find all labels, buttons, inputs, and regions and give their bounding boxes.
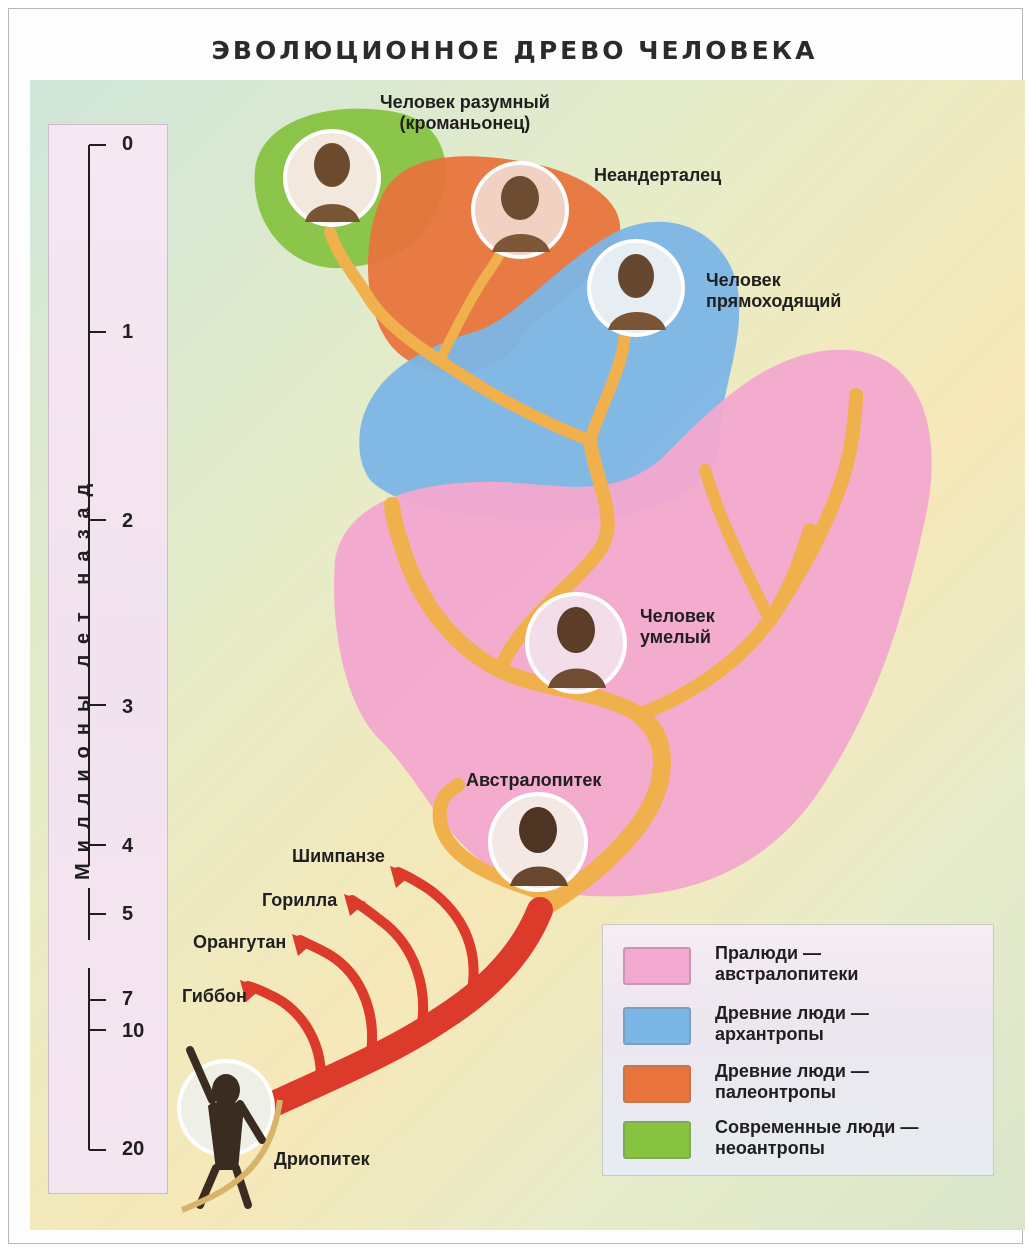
portrait-neanderthal xyxy=(473,163,567,257)
legend-line1: Современные люди — xyxy=(715,1117,918,1138)
legend: Пралюди — австралопитеки Древние люди — … xyxy=(602,924,994,1176)
legend-item-paleoanthropes: Древние люди — палеонтропы xyxy=(619,1057,989,1109)
legend-item-australopithecines: Пралюди — австралопитеки xyxy=(619,939,989,991)
legend-line2: неоантропы xyxy=(715,1138,918,1159)
label-homo-habilis-line1: Человек xyxy=(640,606,715,627)
portrait-homo-sapiens xyxy=(285,131,379,225)
tick-3: 3 xyxy=(122,696,133,719)
label-homo-erectus-line2: прямоходящий xyxy=(706,291,841,312)
label-homo-sapiens-line2: (кроманьонец) xyxy=(380,113,550,134)
legend-line2: архантропы xyxy=(715,1024,869,1045)
legend-line1: Древние люди — xyxy=(715,1061,869,1082)
tick-5: 5 xyxy=(122,903,133,926)
tick-1: 1 xyxy=(122,321,133,344)
time-scale xyxy=(48,124,168,1194)
legend-text-paleoanthropes: Древние люди — палеонтропы xyxy=(715,1061,869,1103)
tick-10: 10 xyxy=(122,1020,144,1043)
label-homo-habilis-line2: умелый xyxy=(640,627,715,648)
portrait-dryopithecus xyxy=(179,1050,280,1210)
tick-0: 0 xyxy=(122,133,133,156)
legend-item-archanthropes: Древние люди — архантропы xyxy=(619,999,989,1051)
label-orangutan: Орангутан xyxy=(193,932,286,953)
legend-line1: Пралюди — xyxy=(715,943,859,964)
label-homo-sapiens-line1: Человек разумный xyxy=(380,92,550,113)
legend-line2: палеонтропы xyxy=(715,1082,869,1103)
label-homo-sapiens: Человек разумный (кроманьонец) xyxy=(380,92,550,134)
legend-line2: австралопитеки xyxy=(715,964,859,985)
label-homo-erectus: Человек прямоходящий xyxy=(706,270,841,312)
label-chimpanzee: Шимпанзе xyxy=(292,846,385,867)
legend-line1: Древние люди — xyxy=(715,1003,869,1024)
label-dryopithecus: Дриопитек xyxy=(274,1149,370,1170)
time-axis-title: Миллионы лет назад xyxy=(72,340,95,880)
label-neanderthal: Неандерталец xyxy=(594,165,721,186)
legend-swatch-pink xyxy=(623,947,691,985)
tick-7: 7 xyxy=(122,988,133,1011)
portrait-homo-habilis xyxy=(527,594,625,692)
label-gibbon: Гиббон xyxy=(182,986,247,1007)
legend-item-neoanthropes: Современные люди — неоантропы xyxy=(619,1113,989,1165)
label-homo-habilis: Человек умелый xyxy=(640,606,715,648)
legend-text-australopithecines: Пралюди — австралопитеки xyxy=(715,943,859,985)
legend-swatch-orange xyxy=(623,1065,691,1103)
legend-text-archanthropes: Древние люди — архантропы xyxy=(715,1003,869,1045)
tick-20: 20 xyxy=(122,1138,144,1161)
label-australopithecus: Австралопитек xyxy=(466,770,601,791)
tick-2: 2 xyxy=(122,510,133,533)
tick-4: 4 xyxy=(122,835,133,858)
legend-swatch-blue xyxy=(623,1007,691,1045)
portrait-australopithecus xyxy=(490,794,586,890)
portrait-homo-erectus xyxy=(589,241,683,335)
label-homo-erectus-line1: Человек xyxy=(706,270,841,291)
legend-text-neoanthropes: Современные люди — неоантропы xyxy=(715,1117,918,1159)
label-gorilla: Горилла xyxy=(262,890,337,911)
legend-swatch-green xyxy=(623,1121,691,1159)
